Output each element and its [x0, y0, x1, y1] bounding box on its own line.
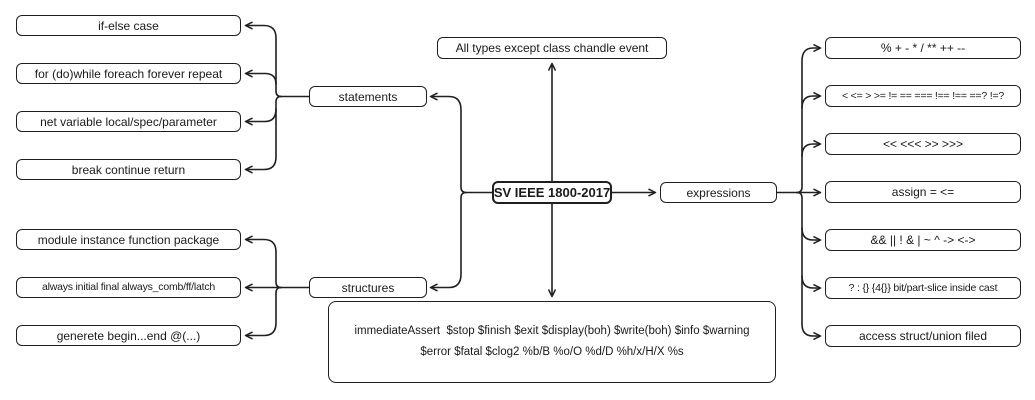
node-all-types-note: All types except class chandle event	[437, 37, 667, 59]
node-loop-statements: for (do)while foreach forever repeat	[16, 63, 241, 84]
node-jump-statements: break continue return	[16, 159, 241, 180]
node-logical-ops: && || ! & | ~ ^ -> <->	[825, 229, 1021, 251]
node-module-instance: module instance function package	[16, 229, 241, 250]
node-always-blocks: always initial final always_comb/ff/latc…	[16, 277, 241, 298]
node-expressions: expressions	[660, 182, 777, 203]
node-shift-ops: << <<< >> >>>	[825, 133, 1021, 155]
node-structures: structures	[309, 277, 427, 298]
system-tasks-line2: $error $fatal $clog2 %b/B %o/O %d/D %h/x…	[420, 346, 684, 358]
system-tasks-line1: immediateAssert $stop $finish $exit $dis…	[354, 325, 750, 338]
node-system-tasks: immediateAssert $stop $finish $exit $dis…	[328, 301, 776, 383]
node-statements: statements	[309, 86, 427, 107]
node-root-sv-ieee: SV IEEE 1800-2017	[492, 181, 612, 204]
node-arithmetic-ops: % + - * / ** ++ --	[825, 37, 1021, 59]
node-ternary-slice-ops: ? : {} {4{}} bit/part-slice inside cast	[825, 277, 1021, 299]
node-generate-begin-end: generete begin...end @(...)	[16, 325, 241, 346]
node-if-else-case: if-else case	[16, 15, 241, 36]
node-net-variable: net variable local/spec/parameter	[16, 111, 241, 132]
node-comparison-ops: < <= > >= != == === !== !== ==? !=?	[825, 85, 1021, 107]
node-assign-ops: assign = <=	[825, 181, 1021, 203]
node-struct-union-access: access struct/union filed	[825, 325, 1021, 347]
